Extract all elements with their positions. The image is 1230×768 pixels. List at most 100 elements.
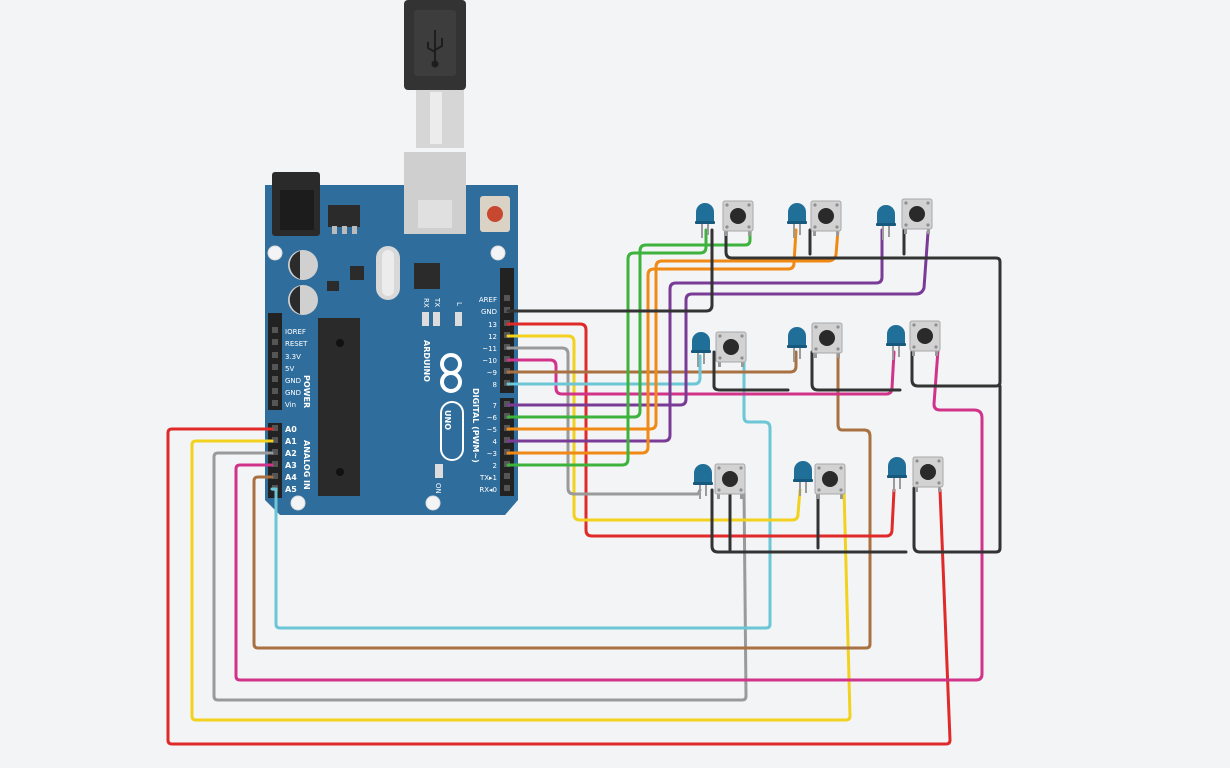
magenta-wire[interactable]	[506, 350, 896, 396]
pushbutton[interactable]	[715, 331, 747, 367]
magenta-wire[interactable]	[234, 348, 984, 682]
power-pin-socket[interactable]	[272, 400, 278, 406]
digital-pin-label: ~10	[482, 357, 497, 365]
led[interactable]	[886, 325, 906, 360]
pushbutton[interactable]	[722, 200, 754, 236]
black-wire[interactable]	[912, 384, 1002, 554]
black-wire[interactable]	[506, 228, 714, 313]
analog-pin-label: A2	[285, 449, 297, 458]
led[interactable]	[887, 457, 907, 492]
yellow-wire[interactable]	[506, 334, 802, 522]
led[interactable]	[787, 327, 807, 362]
digital-header-label: DIGITAL (PWM~)	[471, 388, 480, 463]
gray-wire[interactable]	[212, 451, 748, 702]
wires	[166, 228, 1002, 746]
brown-wire[interactable]	[506, 350, 798, 374]
digital-pin-label: TX▸1	[479, 474, 497, 482]
black-wire[interactable]	[710, 488, 908, 554]
analog-pin-socket[interactable]	[272, 461, 278, 467]
digital-pin-label: ~11	[482, 345, 497, 353]
power-pin-label: 5V	[285, 365, 294, 373]
power-header	[268, 313, 282, 410]
microcontroller-chip	[318, 318, 360, 496]
pushbutton[interactable]	[912, 456, 944, 492]
digital-pin-label: GND	[481, 308, 497, 316]
analog-pin-label: A0	[285, 425, 297, 434]
analog-pin-socket[interactable]	[272, 425, 278, 431]
analog-pin-label: A3	[285, 461, 297, 470]
power-pin-label: IOREF	[285, 328, 306, 336]
purple-wire[interactable]	[506, 230, 930, 407]
pushbutton[interactable]	[814, 463, 846, 499]
green-wire[interactable]	[506, 228, 752, 419]
usb-cable[interactable]	[404, 0, 466, 148]
model-label: UNO	[443, 410, 452, 430]
digital-header-bottom	[500, 398, 514, 496]
power-pin-socket[interactable]	[272, 327, 278, 333]
digital-pin-label: ~6	[487, 414, 498, 422]
cyan-wire[interactable]	[270, 353, 772, 630]
led[interactable]	[876, 205, 896, 240]
digital-pin-label: 8	[493, 381, 497, 389]
power-pin-label: GND	[285, 377, 301, 385]
digital-pin-label: 2	[493, 462, 497, 470]
analog-pin-socket[interactable]	[272, 473, 278, 479]
analog-pin-label: A5	[285, 485, 297, 494]
green-wire[interactable]	[506, 228, 708, 467]
power-pin-socket[interactable]	[272, 364, 278, 370]
power-pin-label: GND	[285, 389, 301, 397]
usb-icon	[427, 30, 443, 68]
brand-label: ARDUINO	[422, 340, 431, 382]
digital-pin-socket[interactable]	[504, 473, 510, 479]
digital-pin-label: ~9	[487, 369, 497, 377]
cyan-wire[interactable]	[506, 354, 702, 386]
power-pin-label: RESET	[285, 340, 308, 348]
analog-pin-socket[interactable]	[272, 437, 278, 443]
digital-pin-label: ~3	[487, 450, 497, 458]
pushbutton[interactable]	[901, 198, 933, 234]
digital-header-top	[500, 268, 514, 318]
orange-wire[interactable]	[506, 228, 798, 455]
power-pin-socket[interactable]	[272, 376, 278, 382]
led[interactable]	[693, 464, 713, 499]
power-pin-socket[interactable]	[272, 352, 278, 358]
pushbutton[interactable]	[909, 320, 941, 356]
black-wire[interactable]	[724, 228, 1002, 388]
digital-pin-socket[interactable]	[504, 485, 510, 491]
power-pin-socket[interactable]	[272, 388, 278, 394]
power-pin-label: Vin	[285, 401, 296, 409]
rx-label: RX	[422, 298, 430, 308]
power-pin-socket[interactable]	[272, 339, 278, 345]
led[interactable]	[691, 332, 711, 367]
power-header-label: POWER	[302, 375, 311, 408]
arduino-logo-icon	[440, 353, 462, 393]
uno-logo-icon	[440, 401, 464, 461]
on-label: ON	[434, 483, 442, 494]
digital-pin-label: AREF	[479, 296, 497, 304]
analog-pin-label: A4	[285, 473, 297, 482]
analog-header-label: ANALOG IN	[302, 440, 311, 490]
red-wire[interactable]	[506, 322, 896, 538]
black-wire[interactable]	[810, 350, 902, 392]
analog-pin-label: A1	[285, 437, 297, 446]
brown-wire[interactable]	[252, 348, 872, 650]
red-wire[interactable]	[166, 427, 952, 746]
l-led-label: L	[455, 302, 463, 306]
digital-pin-label: 4	[493, 438, 498, 446]
pushbutton[interactable]	[810, 200, 842, 236]
digital-pin-socket[interactable]	[504, 295, 510, 301]
led[interactable]	[695, 203, 715, 238]
orange-wire[interactable]	[506, 228, 840, 431]
yellow-wire[interactable]	[190, 439, 852, 722]
digital-pin-label: 12	[488, 333, 497, 341]
pushbutton[interactable]	[714, 463, 746, 499]
digital-pin-label: ~5	[487, 426, 497, 434]
arduino-board[interactable]: ARDUINO UNO DIGITAL (PWM~) POWER ANALOG …	[265, 152, 518, 515]
purple-wire[interactable]	[506, 228, 884, 443]
pushbutton[interactable]	[811, 322, 843, 358]
led[interactable]	[793, 461, 813, 496]
gray-wire[interactable]	[506, 346, 702, 496]
black-wire[interactable]	[712, 350, 790, 392]
analog-pin-socket[interactable]	[272, 449, 278, 455]
led[interactable]	[787, 203, 807, 238]
